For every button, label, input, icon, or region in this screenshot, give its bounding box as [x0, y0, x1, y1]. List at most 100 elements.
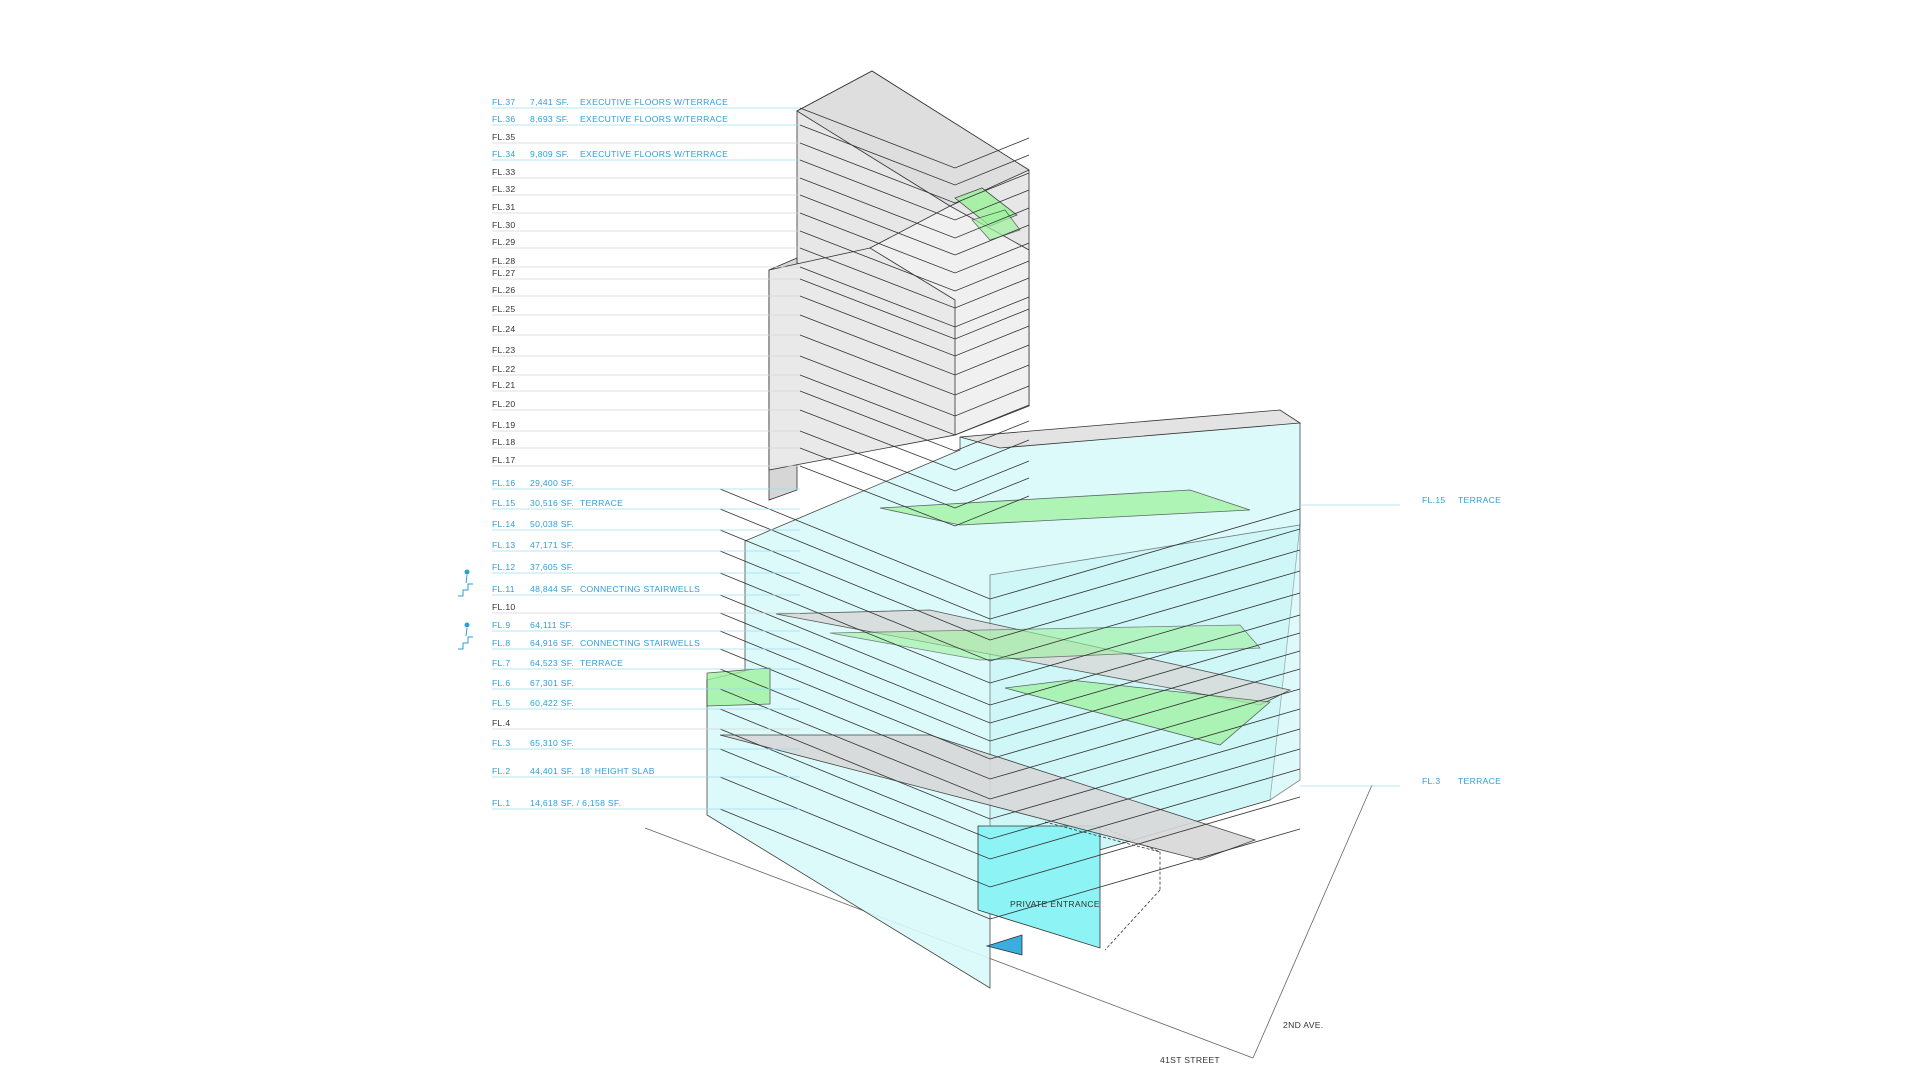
floor-label-fl15: FL.15 30,516 SF. TERRACE: [492, 498, 800, 510]
floor-slab: [799, 447, 1030, 509]
floor-area: 60,422 SF.: [530, 698, 574, 708]
floor-slab: [799, 355, 1030, 417]
floor-slab: [719, 488, 1301, 600]
floor-number: FL.26: [492, 285, 515, 295]
floor-area: 7,441 SF.: [530, 97, 569, 107]
floor-use: TERRACE: [580, 498, 623, 508]
floor-label-fl19: FL.19: [492, 420, 800, 432]
floor-number: FL.8: [492, 638, 510, 648]
floor-slab: [799, 266, 1030, 328]
floor-number: FL.37: [492, 97, 515, 107]
floor-slab: [799, 278, 1030, 340]
floor-label-fl35: FL.35: [492, 132, 800, 144]
floor-number: FL.24: [492, 324, 515, 334]
floor-number: FL.5: [492, 698, 510, 708]
floor-use: EXECUTIVE FLOORS W/TERRACE: [580, 114, 728, 124]
floor-number: FL.36: [492, 114, 515, 124]
floor-label-fl6: FL.6 67,301 SF.: [492, 678, 800, 690]
floor-area: 64,111 SF.: [530, 620, 573, 630]
floor-slab: [799, 374, 1030, 436]
private-entrance-box: [977, 825, 1101, 949]
person-climbing-stairs-icon: [458, 569, 473, 597]
floor-slab: [799, 124, 1030, 186]
floor-number: FL.15: [492, 498, 515, 508]
floor-label-fl14: FL.14 50,038 SF.: [492, 519, 800, 531]
floor-slab: [799, 247, 1030, 309]
entrance-arrow-icon: [985, 934, 1023, 956]
floor-label-fl1: FL.1 14,618 SF. / 6,158 SF.: [492, 798, 800, 810]
floor-number: FL.34: [492, 149, 515, 159]
floor-area: 8,693 SF.: [530, 114, 569, 124]
floor-slab: [799, 430, 1030, 492]
floor-label-fl29: FL.29: [492, 237, 800, 249]
floor-number: FL.35: [492, 132, 515, 142]
floor-slab: [719, 508, 1301, 620]
floor-label-fl32: FL.32: [492, 184, 800, 196]
floor-area: 47,171 SF.: [530, 540, 574, 550]
floor-area: 30,516 SF.: [530, 498, 574, 508]
floor-number: FL.7: [492, 658, 510, 668]
floor-number: FL.11: [492, 584, 515, 594]
floor-slab: [799, 390, 1030, 452]
floor-slab: [799, 194, 1030, 256]
floor-use: TERRACE: [580, 658, 623, 668]
floor-slab: [799, 142, 1030, 204]
floor-slab: [799, 212, 1030, 274]
floor-number: FL.22: [492, 364, 515, 374]
floor-area: 50,038 SF.: [530, 519, 574, 529]
floor-number: FL.28: [492, 256, 515, 266]
floor-slab: [799, 314, 1030, 376]
floor-label-fl36: FL.36 8,693 SF. EXECUTIVE FLOORS W/TERRACE: [492, 114, 800, 126]
floor-number: FL.31: [492, 202, 515, 212]
floor-number: FL.2: [492, 766, 510, 776]
floor-area: 37,605 SF.: [530, 562, 574, 572]
floor-area: 65,310 SF.: [530, 738, 574, 748]
floor-number: FL.14: [492, 519, 515, 529]
floor-number: FL.32: [492, 184, 515, 194]
floor-number: FL.1: [492, 798, 510, 808]
floor-area: 64,916 SF.: [530, 638, 574, 648]
floor-number: FL.10: [492, 602, 515, 612]
floor-slab: [799, 334, 1030, 396]
floor-label-fl30: FL.30: [492, 220, 800, 232]
floor-slab: [719, 612, 1301, 724]
floor-label-fl17: FL.17: [492, 455, 800, 467]
floor-label-fl24: FL.24: [492, 324, 800, 336]
floor-label-fl26: FL.26: [492, 285, 800, 297]
floor-number: FL.20: [492, 399, 515, 409]
floor-number: FL.16: [492, 478, 515, 488]
floor-slab: [799, 177, 1030, 239]
private-entrance-label: PRIVATE ENTRANCE: [1010, 899, 1100, 909]
floor-slab: [799, 409, 1030, 471]
floor-area: 67,301 SF.: [530, 678, 574, 688]
upper-tower: [768, 70, 1030, 501]
floor-label-fl28: FL.28: [492, 256, 800, 268]
floor-slab: [799, 230, 1030, 292]
floor-number: FL.6: [492, 678, 510, 688]
floor-label-fl27: FL.27: [492, 268, 800, 280]
floor-slab: [719, 668, 1301, 780]
floor-use: EXECUTIVE FLOORS W/TERRACE: [580, 149, 728, 159]
floor-slab: [799, 295, 1030, 357]
floor-label-fl22: FL.22: [492, 364, 800, 376]
floor-number: FL.9: [492, 620, 510, 630]
floor-slab: [719, 529, 1301, 641]
floor-slab: [799, 465, 1030, 527]
floor-number: FL.21: [492, 380, 515, 390]
floor-slab-lines: [719, 107, 1301, 920]
floor-area: 64,523 SF.: [530, 658, 574, 668]
floor-slab: [719, 728, 1301, 840]
floor-slab: [719, 572, 1301, 684]
floor-label-fl33: FL.33: [492, 167, 800, 179]
floor-area: 44,401 SF.: [530, 766, 574, 776]
floor-area: 14,618 SF. / 6,158 SF.: [530, 798, 621, 808]
